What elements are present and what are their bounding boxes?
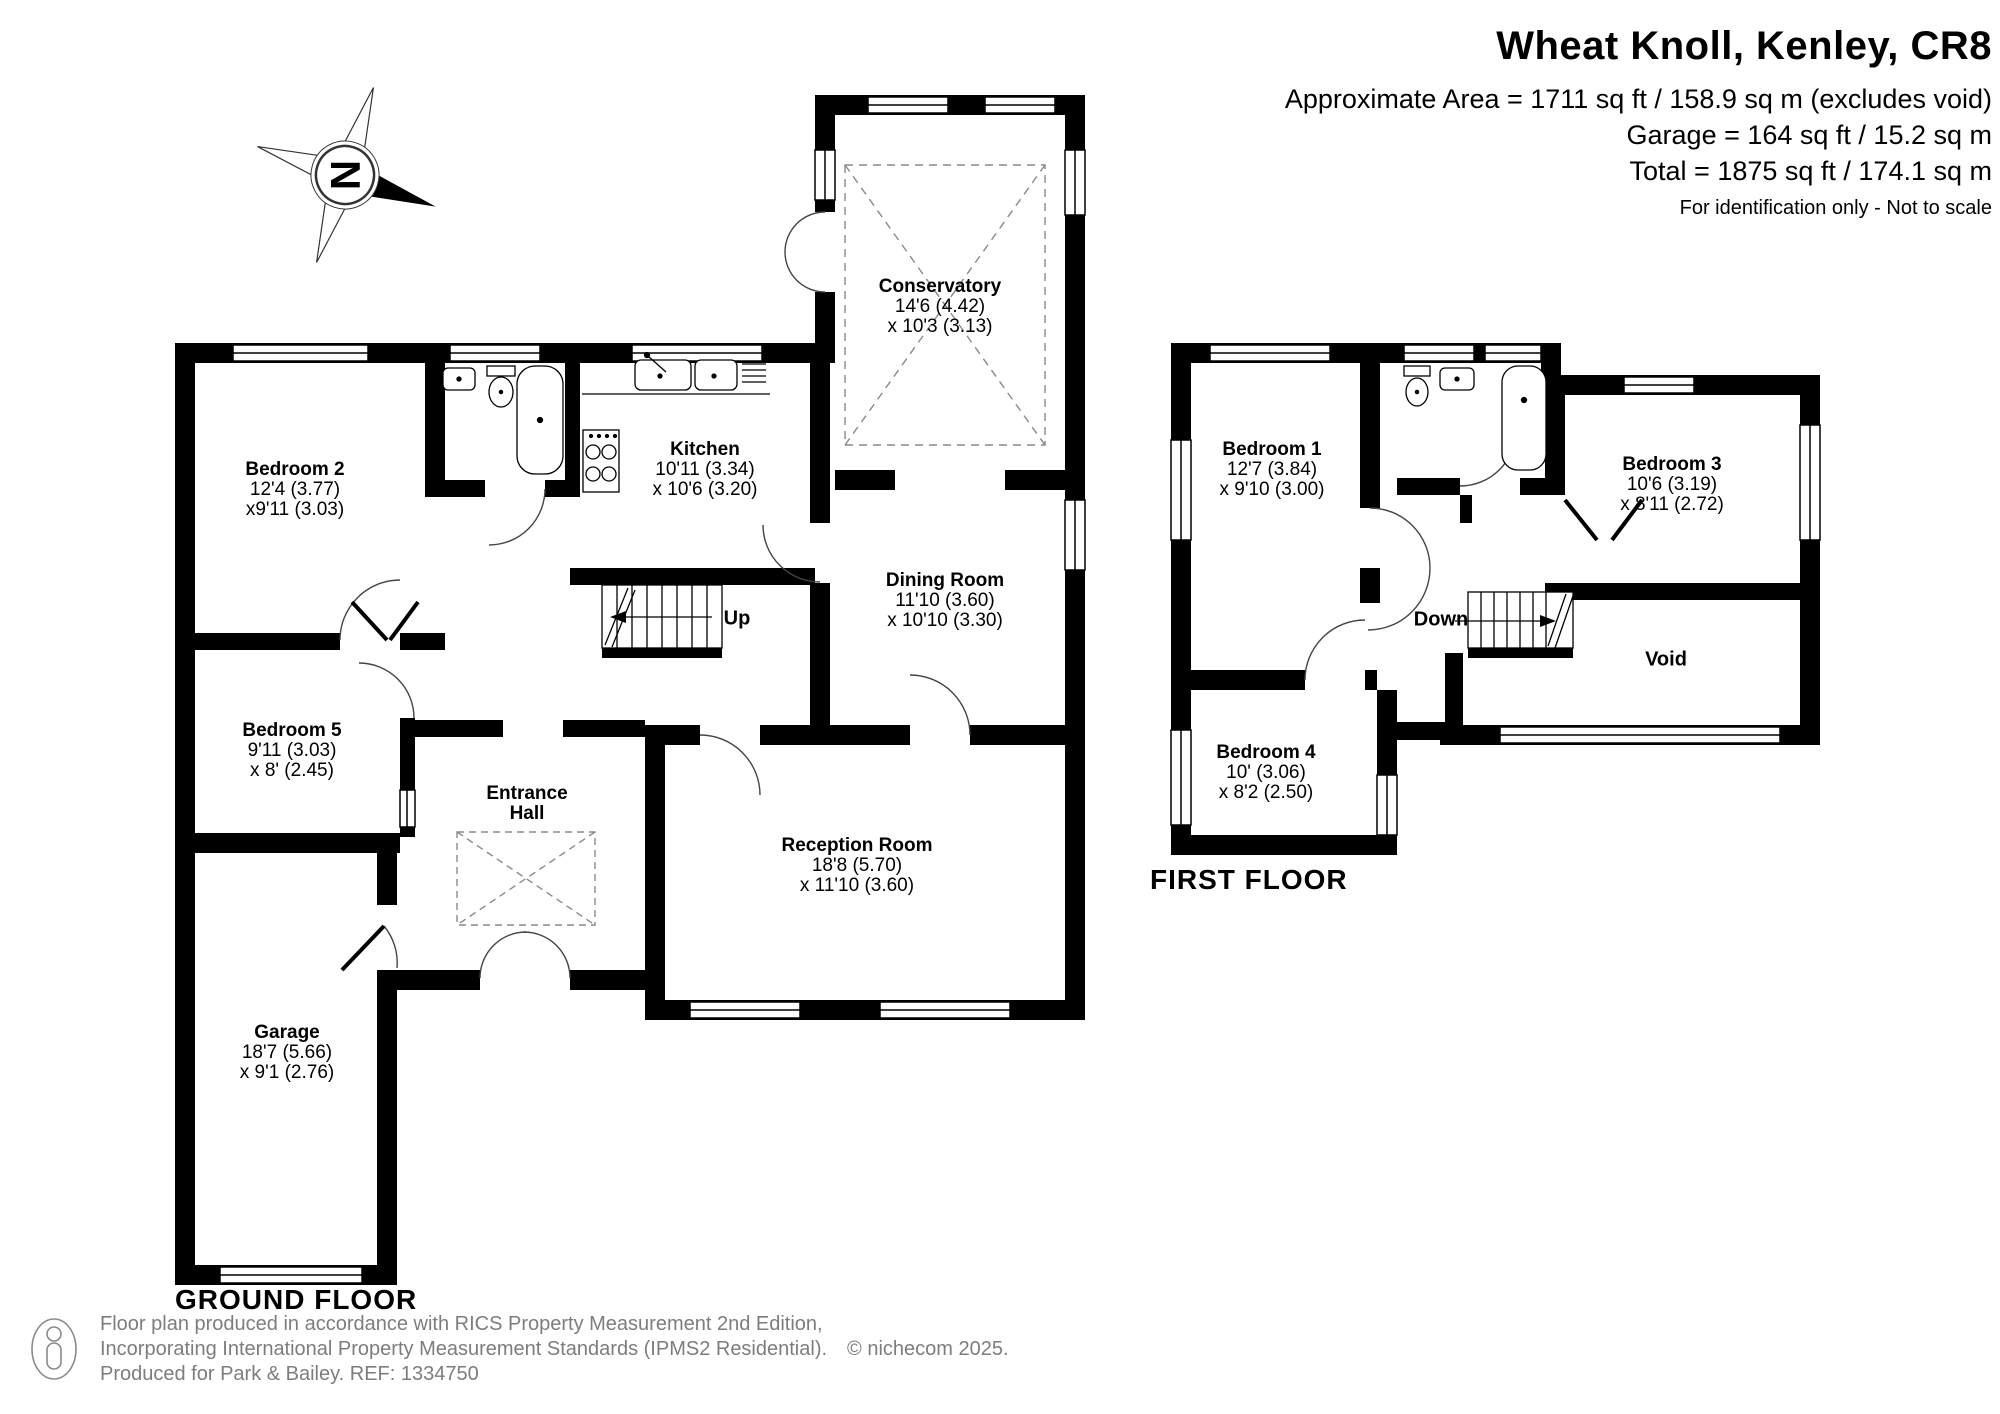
room-name: Bedroom 1 bbox=[1222, 439, 1322, 460]
first-stairs bbox=[1455, 591, 1574, 649]
garage-area-line: Garage = 164 sq ft / 15.2 sq m bbox=[1626, 120, 1992, 150]
room-label-garage: Garage 18'7 (5.66) x 9'1 (2.76) bbox=[240, 1023, 334, 1083]
room-name: Bedroom 4 bbox=[1216, 742, 1316, 763]
room-dim: 18'7 (5.66) bbox=[241, 1042, 333, 1063]
room-dim: x 10'6 (3.20) bbox=[652, 479, 758, 500]
stairs-up-label: Up bbox=[723, 607, 751, 630]
room-label-bedroom2: Bedroom 2 12'4 (3.77) x9'11 (3.03) bbox=[245, 460, 344, 520]
room-dim: 10'11 (3.34) bbox=[655, 459, 755, 480]
ground-floor-label: GROUND FLOOR bbox=[175, 1284, 418, 1315]
ground-bathroom-fixtures bbox=[442, 365, 564, 475]
room-dim: 11'10 (3.60) bbox=[895, 590, 995, 611]
room-label-entrance-hall: Entrance Hall bbox=[486, 784, 567, 824]
kitchen-sink-icon bbox=[634, 359, 692, 391]
room-dim: x 11'10 (3.60) bbox=[799, 875, 915, 896]
toilet-icon bbox=[1403, 365, 1431, 377]
room-dim: 18'8 (5.70) bbox=[811, 855, 903, 876]
room-name: Dining Room bbox=[885, 570, 1005, 591]
void-label: Void bbox=[1645, 648, 1687, 671]
room-dim: x 10'3 (3.13) bbox=[887, 316, 993, 337]
room-dim: 10' (3.06) bbox=[1226, 762, 1306, 783]
approximate-area-line: Approximate Area = 1711 sq ft / 158.9 sq… bbox=[1284, 84, 1992, 114]
room-dim: 14'6 (4.42) bbox=[894, 296, 986, 317]
room-name: Bedroom 3 bbox=[1622, 454, 1722, 475]
entrance-hall-dashed-outline bbox=[456, 831, 596, 926]
room-name: Bedroom 5 bbox=[242, 720, 342, 741]
room-name: Kitchen bbox=[670, 439, 740, 460]
disclaimer-note: For identification only - Not to scale bbox=[1679, 197, 1992, 219]
bathtub-icon bbox=[1501, 365, 1547, 471]
ground-floor-walls bbox=[175, 95, 1085, 1285]
windows bbox=[219, 96, 1821, 1284]
compass-icon: N bbox=[257, 87, 436, 263]
room-name: Conservatory bbox=[878, 276, 1002, 297]
room-dim: x 10'10 (3.30) bbox=[887, 610, 1003, 631]
footer-line2-text: Incorporating International Property Mea… bbox=[100, 1338, 828, 1360]
page-title: Wheat Knoll, Kenley, CR8 bbox=[1496, 24, 1992, 68]
room-label-bedroom1: Bedroom 1 12'7 (3.84) x 9'10 (3.00) bbox=[1219, 440, 1324, 500]
footer-line2: Incorporating International Property Mea… bbox=[100, 1337, 1009, 1362]
footer: Floor plan produced in accordance with R… bbox=[100, 1312, 1009, 1387]
first-bathroom-fixtures bbox=[1403, 365, 1547, 471]
room-name: Bedroom 2 bbox=[245, 459, 345, 480]
person-icon bbox=[31, 1318, 77, 1380]
room-dim: 12'4 (3.77) bbox=[249, 479, 341, 500]
stove-icon bbox=[582, 429, 620, 493]
room-dim: 10'6 (3.19) bbox=[1626, 474, 1718, 495]
first-floor-label: FIRST FLOOR bbox=[1150, 864, 1348, 895]
stairs-down-label: Down bbox=[1413, 608, 1469, 631]
room-dim: x 8'11 (2.72) bbox=[1620, 494, 1724, 515]
room-dim: x 9'1 (2.76) bbox=[239, 1062, 335, 1083]
ground-stairs bbox=[601, 584, 723, 649]
room-label-bedroom5: Bedroom 5 9'11 (3.03) x 8' (2.45) bbox=[242, 721, 341, 781]
door-leaves bbox=[340, 498, 1644, 972]
room-dim: 9'11 (3.03) bbox=[247, 740, 337, 761]
toilet-icon bbox=[486, 365, 516, 377]
room-label-bedroom3: Bedroom 3 10'6 (3.19) x 8'11 (2.72) bbox=[1620, 455, 1724, 515]
room-label-dining: Dining Room 11'10 (3.60) x 10'10 (3.30) bbox=[886, 571, 1004, 631]
room-label-conservatory: Conservatory 14'6 (4.42) x 10'3 (3.13) bbox=[879, 277, 1002, 337]
room-label-reception: Reception Room 18'8 (5.70) x 11'10 (3.60… bbox=[782, 836, 933, 896]
room-dim: x 8'2 (2.50) bbox=[1218, 782, 1314, 803]
compass-north-letter: N bbox=[322, 160, 369, 190]
room-name: Reception Room bbox=[781, 835, 933, 856]
room-label-kitchen: Kitchen 10'11 (3.34) x 10'6 (3.20) bbox=[652, 440, 757, 500]
room-label-bedroom4: Bedroom 4 10' (3.06) x 8'2 (2.50) bbox=[1216, 743, 1315, 803]
room-dim: x 8' (2.45) bbox=[250, 760, 334, 781]
room-dim: x9'11 (3.03) bbox=[245, 499, 345, 520]
room-name: Entrance bbox=[486, 783, 568, 804]
header: Wheat Knoll, Kenley, CR8 Approximate Are… bbox=[1285, 24, 1992, 223]
door-arcs bbox=[339, 211, 1517, 979]
kitchen-fixtures bbox=[582, 351, 770, 493]
total-area-line: Total = 1875 sq ft / 174.1 sq m bbox=[1629, 156, 1992, 186]
conservatory-dashed-outline bbox=[844, 164, 1046, 446]
footer-line1: Floor plan produced in accordance with R… bbox=[100, 1313, 823, 1335]
room-name: Hall bbox=[509, 803, 545, 824]
room-dim: 12'7 (3.84) bbox=[1226, 459, 1318, 480]
room-name: Garage bbox=[254, 1022, 320, 1043]
copyright-text: © nichecom 2025. bbox=[847, 1338, 1009, 1360]
room-dim: x 9'10 (3.00) bbox=[1219, 479, 1325, 500]
footer-line3: Produced for Park & Bailey. REF: 1334750 bbox=[100, 1363, 479, 1385]
